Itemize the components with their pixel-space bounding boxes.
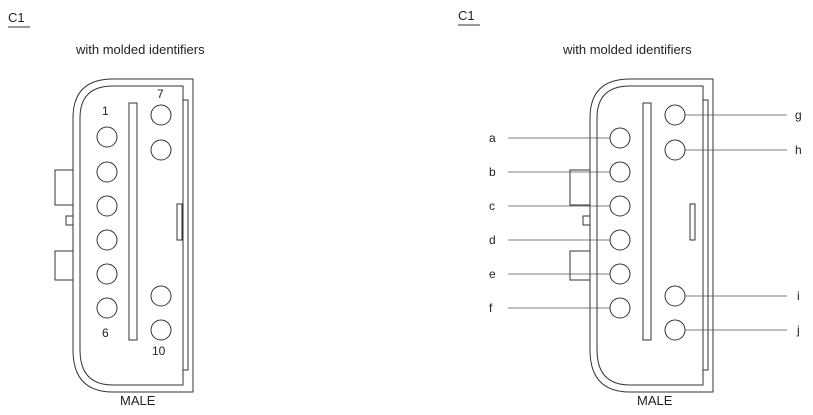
pin-7: [150, 104, 172, 126]
pin-c: [609, 195, 631, 217]
right-housing: [569, 78, 714, 393]
pin-b: [609, 161, 631, 183]
right-pins: [609, 104, 686, 341]
pin-2: [96, 161, 118, 183]
left-housing: [54, 78, 194, 393]
pin-e: [609, 263, 631, 285]
pin-label-10: 10: [152, 344, 166, 358]
pin-10: [150, 319, 172, 341]
pin-8: [150, 139, 172, 161]
pin-5: [96, 263, 118, 285]
pin-a: [609, 127, 631, 149]
left-connector-footer: MALE: [120, 393, 156, 408]
pin-label-7: 7: [157, 87, 164, 101]
right-connector-subtitle: with molded identifiers: [562, 42, 692, 57]
pin-1: [96, 126, 118, 148]
right-connector-title: C1: [458, 8, 475, 23]
lead-label-g: g: [795, 108, 802, 122]
right-leads-right: [685, 114, 787, 331]
lead-label-j: j: [796, 323, 800, 337]
left-connector-title: C1: [8, 10, 25, 25]
right-connector-footer: MALE: [637, 393, 673, 408]
pin-f: [609, 297, 631, 319]
lead-label-d: d: [489, 233, 496, 247]
pin-3: [96, 195, 118, 217]
lead-label-h: h: [795, 143, 802, 157]
left-connector-subtitle: with molded identifiers: [75, 42, 205, 57]
lead-label-b: b: [489, 165, 496, 179]
pin-6: [96, 297, 118, 319]
pin-9: [150, 285, 172, 307]
pin-g: [664, 104, 686, 126]
left-connector: C1 with molded identifiers 1 6: [8, 10, 205, 408]
pin-h: [664, 139, 686, 161]
pin-label-6: 6: [102, 326, 109, 340]
lead-label-f: f: [489, 301, 493, 315]
lead-label-c: c: [489, 199, 495, 213]
lead-label-a: a: [489, 131, 496, 145]
pin-d: [609, 229, 631, 251]
pin-label-1: 1: [102, 104, 109, 118]
pin-i: [664, 285, 686, 307]
lead-label-i: i: [797, 289, 800, 303]
right-leads-left: [508, 137, 610, 309]
pin-j: [664, 319, 686, 341]
lead-label-e: e: [489, 267, 496, 281]
left-pins: [96, 104, 172, 341]
pin-4: [96, 229, 118, 251]
right-connector: C1 with molded identifiers: [458, 8, 802, 408]
